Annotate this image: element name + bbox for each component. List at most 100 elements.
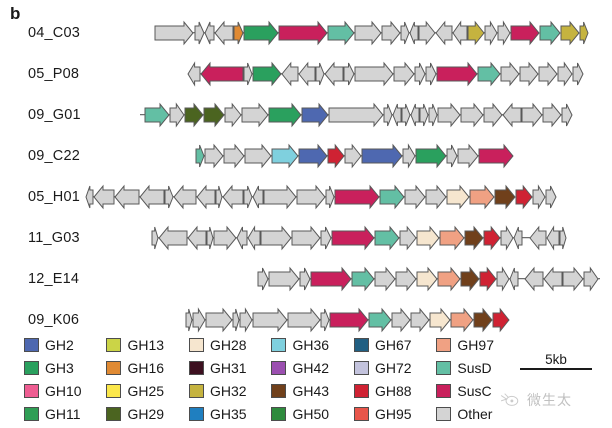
gene-arrow-other	[545, 185, 557, 208]
gene-arrow-other	[393, 61, 415, 86]
gene-track	[0, 12, 612, 53]
legend-label: GH2	[45, 336, 74, 353]
legend-label: GH35	[209, 405, 247, 422]
gene-arrow-other	[497, 19, 511, 46]
gene-arrow-other	[315, 62, 325, 85]
cell-mark-icon	[500, 393, 519, 406]
gene-arrow-gh43	[460, 266, 480, 291]
gene-arrow-gh3	[243, 20, 279, 45]
legend-swatch-gh95	[353, 406, 369, 421]
legend-item-gh31: GH31	[188, 356, 271, 379]
gene-arrow-other	[354, 61, 394, 86]
gene-arrow-other	[299, 267, 311, 290]
gene-arrow-other	[281, 61, 299, 86]
legend-swatch-gh11	[24, 406, 39, 421]
gene-arrow-other	[410, 307, 430, 332]
gene-arrow-other	[196, 184, 216, 209]
gene-arrow-other	[446, 144, 458, 167]
scale-bar: 5kb	[520, 352, 592, 370]
gene-arrow-other	[185, 308, 193, 331]
gene-arrow-gh3	[252, 61, 282, 86]
legend-item-gh72: GH72	[353, 356, 436, 379]
gene-track-row: 04_C03	[0, 12, 612, 53]
gene-arrow-other	[325, 185, 335, 208]
gene-arrow-susc	[329, 307, 369, 332]
gene-arrow-other	[204, 21, 215, 44]
legend-item-gh97: GH97	[436, 333, 494, 356]
gene-arrow-other	[232, 308, 240, 331]
gene-arrow-other	[532, 183, 546, 210]
gene-arrow-other	[239, 306, 253, 333]
gene-arrow-other	[213, 225, 237, 250]
legend-item-gh35: GH35	[188, 402, 271, 425]
gene-arrow-gh43	[464, 225, 484, 250]
gene-arrow-other	[521, 102, 543, 127]
legend-label: SusC	[457, 382, 492, 399]
row-label-09_g01: 09_G01	[28, 106, 81, 123]
legend-label: Other	[457, 405, 493, 422]
legend-item-gh2: GH2	[24, 333, 106, 356]
gene-arrow-other	[546, 224, 560, 251]
legend-label: GH42	[292, 359, 330, 376]
legend-item-gh50: GH50	[271, 402, 353, 425]
legend-item-gh16: GH16	[106, 356, 188, 379]
gene-arrow-gh43	[494, 184, 516, 209]
legend-label: GH95	[374, 405, 412, 422]
legend-label: SusD	[457, 359, 492, 376]
gene-arrow-other	[187, 60, 201, 87]
gene-arrow-other	[502, 102, 522, 127]
gene-arrow-gh16	[233, 21, 244, 44]
gene-arrow-susc	[478, 143, 514, 168]
gene-arrow-other	[343, 62, 355, 85]
gene-arrow-other	[404, 184, 426, 209]
legend-label: GH25	[127, 382, 165, 399]
legend-swatch-gh35	[188, 406, 204, 421]
gene-arrow-other	[296, 184, 326, 209]
gene-arrow-other	[457, 143, 479, 168]
legend-swatch-gh3	[24, 360, 39, 375]
gene-arrow-gh32	[467, 20, 485, 45]
gene-arrow-other	[538, 61, 558, 86]
gene-arrow-other	[164, 185, 174, 208]
row-label-11_g03: 11_G03	[28, 229, 80, 246]
gene-arrow-susc	[200, 61, 244, 86]
gene-arrow-other	[204, 143, 224, 168]
gene-arrow-other	[437, 102, 461, 127]
gene-arrow-other	[524, 266, 544, 291]
gene-arrow-susc	[436, 61, 478, 86]
legend-item-gh3: GH3	[24, 356, 106, 379]
gene-arrow-other	[236, 226, 248, 249]
gene-arrow-other	[452, 19, 468, 46]
gene-arrow-gh3	[415, 143, 447, 168]
gene-arrow-gh32	[560, 20, 580, 45]
gene-arrow-gh36	[271, 143, 299, 168]
gene-arrow-other	[114, 184, 140, 209]
legend-item-gh67: GH67	[353, 333, 436, 356]
gene-arrow-other	[435, 20, 453, 45]
gene-arrow-other	[500, 224, 514, 251]
gene-arrow-susd	[539, 20, 561, 45]
legend-label: GH31	[209, 359, 247, 376]
gene-track	[0, 135, 612, 176]
row-label-09_k06: 09_K06	[28, 311, 80, 328]
gene-arrow-susc	[278, 20, 328, 45]
gene-track	[0, 176, 612, 217]
legend-label: GH29	[127, 405, 165, 422]
gene-arrow-other	[291, 225, 321, 250]
gene-arrow-other	[298, 61, 316, 86]
gene-arrow-gh88	[483, 225, 501, 250]
legend-swatch-gh97	[436, 337, 452, 352]
gene-track	[0, 299, 612, 340]
gene-arrow-other	[252, 185, 264, 208]
legend-item-gh95: GH95	[353, 402, 436, 425]
gene-arrow-other	[151, 226, 159, 249]
gene-arrow-other	[392, 103, 402, 126]
gene-arrow-other	[383, 103, 393, 126]
gene-arrow-susd	[195, 144, 205, 167]
legend-item-gh29: GH29	[106, 402, 188, 425]
gene-arrow-other	[324, 61, 344, 86]
panel-label: b	[10, 4, 21, 23]
gene-arrow-susd	[374, 225, 400, 250]
